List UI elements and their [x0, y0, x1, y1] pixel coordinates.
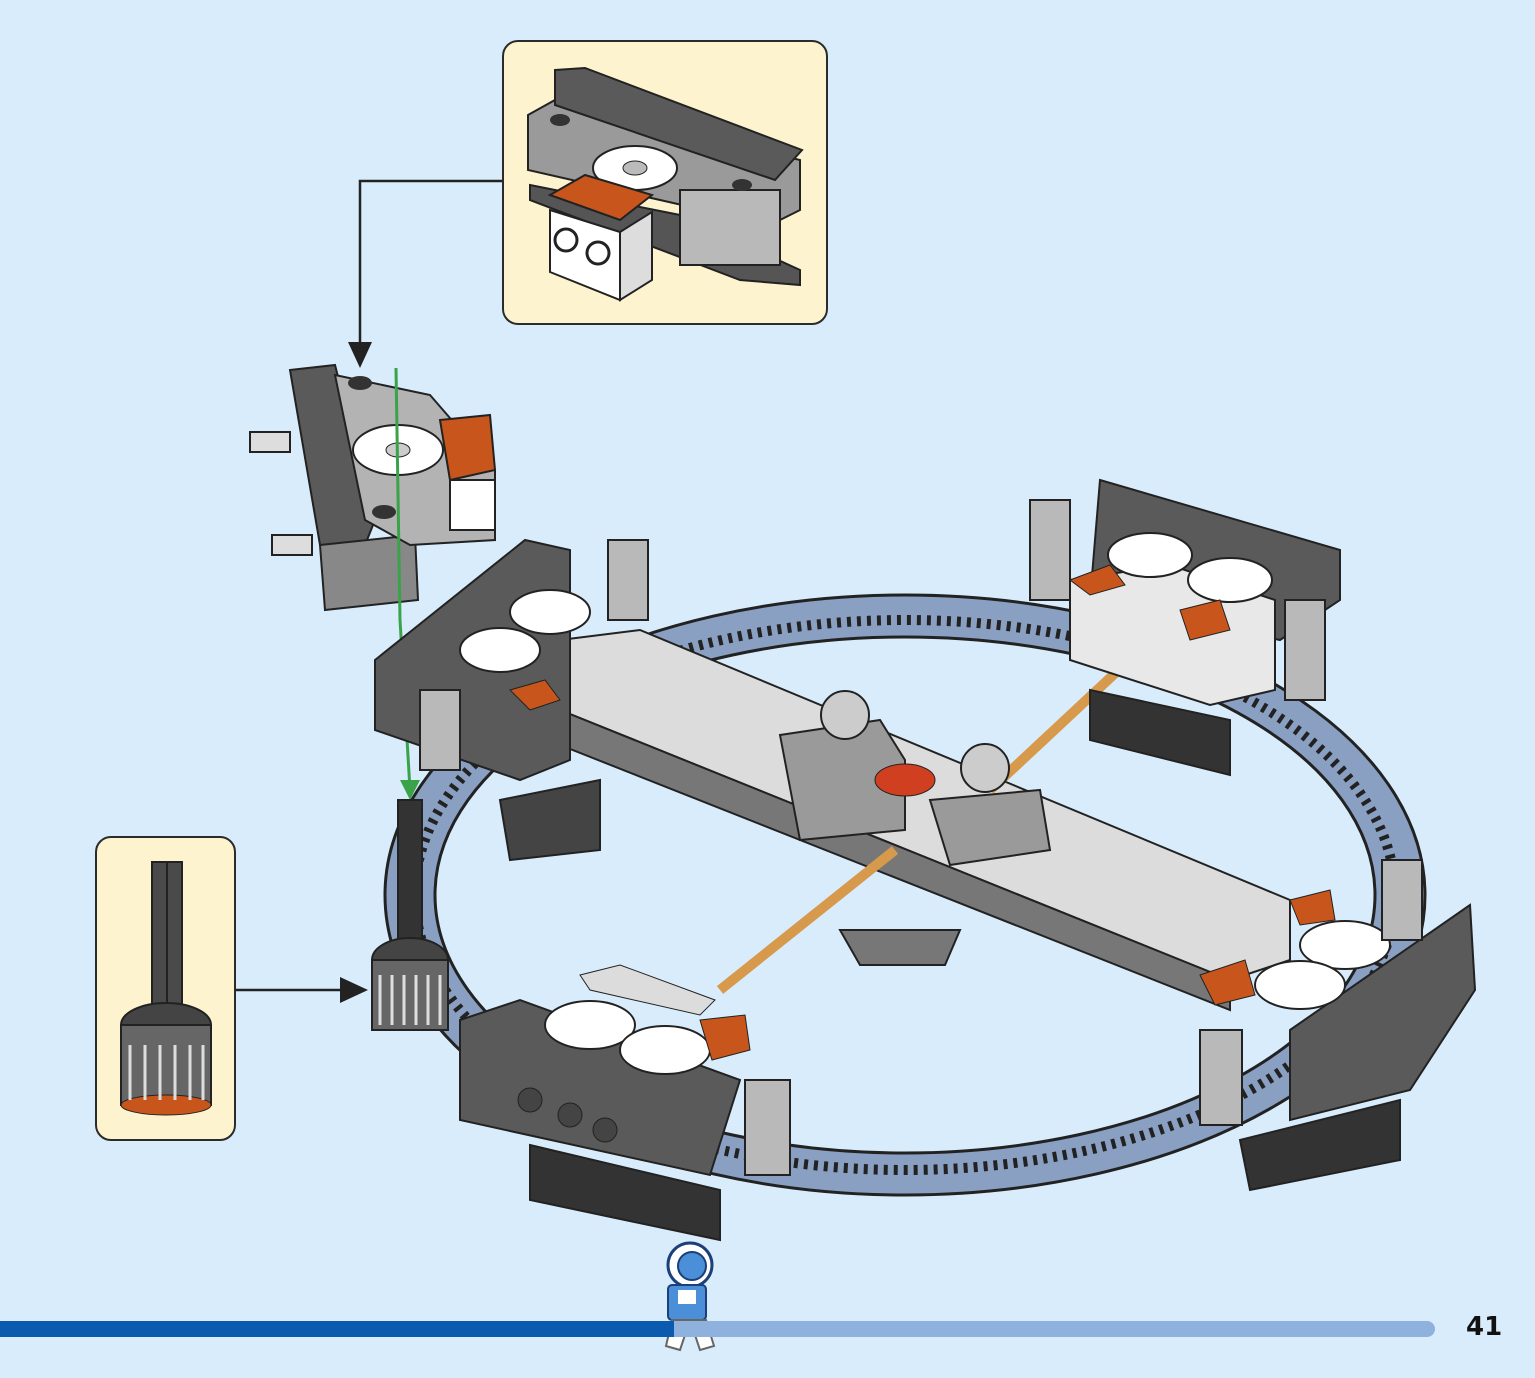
- arrow-down-icon: [348, 342, 372, 368]
- page-number: 41: [1466, 1312, 1503, 1342]
- corner-assembly-top-right: [1029, 478, 1341, 777]
- corner-assembly-bottom-right: [1199, 859, 1477, 1192]
- build-progress-bar: [0, 1321, 1435, 1337]
- build-progress-fill: [0, 1321, 675, 1337]
- arrow-right-icon: [340, 977, 368, 1003]
- callout-pointer-line: [358, 179, 502, 345]
- guide-arrow-icon: [400, 780, 420, 800]
- main-cross-beam: [559, 628, 1291, 1012]
- floating-submodel: [249, 363, 497, 612]
- drive-gear-on-ring: [371, 799, 449, 1031]
- callout-top-assembly: [527, 66, 804, 302]
- corner-assembly-left: [374, 538, 649, 862]
- corner-assembly-bottom-left: [459, 964, 791, 1242]
- callout-left-axle-gear: [120, 861, 212, 1116]
